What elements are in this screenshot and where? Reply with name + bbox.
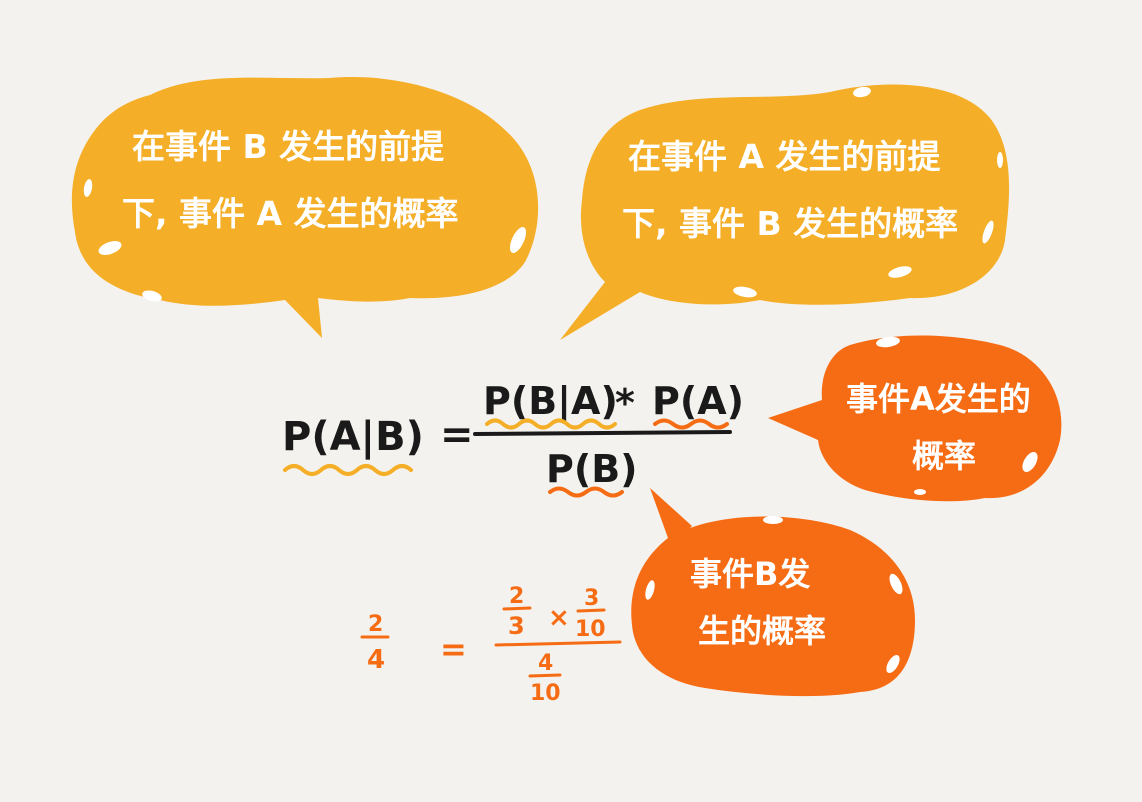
speech-bubble-p-b: 事件B发 生的概率 [631, 488, 915, 697]
lhs-underline-wave [283, 464, 413, 476]
example-equals: = [440, 630, 467, 668]
speech-bubble-p-b-given-a: 在事件 A 发生的前提 下, 事件 B 发生的概率 [560, 84, 1010, 340]
bubble-shape [71, 77, 539, 339]
bubble-text-line-1: 事件B发 [690, 555, 810, 593]
formula-times: * [615, 381, 635, 425]
formula-numerator-first: P(B|A) [483, 379, 618, 424]
bubble-text-line-2: 生的概率 [698, 612, 826, 650]
bubble-text-line-2: 下, 事件 B 发生的概率 [622, 204, 958, 243]
speech-bubble-p-a-given-b: 在事件 B 发生的前提 下, 事件 A 发生的概率 [71, 77, 539, 339]
bubble-shape [768, 335, 1062, 502]
example-lhs-numerator: 2 [368, 612, 383, 637]
denominator-underline-wave [548, 486, 624, 498]
example-main-bar [494, 640, 622, 647]
bubble-shape [631, 488, 915, 697]
example-lhs-denominator: 4 [367, 645, 385, 675]
fraction-bar [473, 430, 732, 436]
example-times: × [548, 603, 570, 633]
formula-denominator: P(B) [546, 447, 638, 491]
bubble-text-line-2: 下, 事件 A 发生的概率 [122, 194, 459, 233]
example-f1-numerator: 2 [509, 584, 524, 609]
example-f1-bar [502, 606, 532, 611]
bubble-text-line-1: 事件A发生的 [846, 380, 1031, 418]
formula-equals: = [440, 412, 474, 458]
bubble-text-line-2: 概率 [912, 437, 976, 475]
num-second-underline-wave [653, 418, 729, 430]
formula-lhs: P(A|B) [282, 414, 424, 461]
example-f1-denominator: 3 [508, 612, 525, 640]
bubble-text-line-1: 在事件 B 发生的前提 [132, 127, 445, 166]
example-f2-denominator: 10 [575, 617, 606, 642]
example-den-bar [528, 673, 562, 678]
speech-bubble-p-a: 事件A发生的 概率 [768, 335, 1062, 502]
example-f2-numerator: 3 [584, 586, 599, 611]
example-den-denominator: 10 [530, 681, 561, 706]
numeric-example: 2 4 = 2 3 × 3 10 4 10 [360, 584, 622, 706]
example-f2-bar [576, 608, 606, 613]
formula-numerator-second: P(A) [652, 379, 744, 423]
example-den-numerator: 4 [538, 651, 553, 676]
bubble-text-line-1: 在事件 A 发生的前提 [628, 137, 942, 176]
num-first-underline-wave [485, 418, 617, 430]
bayes-formula: P(A|B) = P(B|A) * P(A) P(B) [282, 379, 744, 498]
